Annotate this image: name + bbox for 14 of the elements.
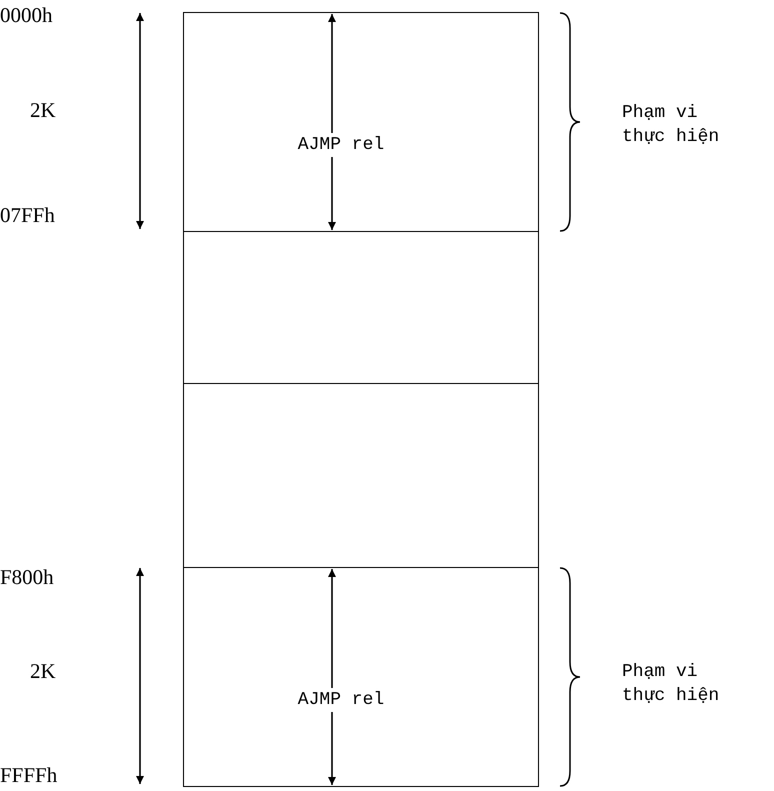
memory-block — [183, 12, 539, 232]
address-label: F800h — [0, 566, 54, 590]
memory-block — [183, 383, 539, 568]
address-label: 07FFh — [0, 204, 55, 228]
instruction-text: AJMP rel — [298, 688, 384, 712]
memory-block — [183, 231, 539, 384]
size-label: 2K — [30, 99, 56, 122]
address-label: FFFFh — [0, 764, 58, 788]
range-label: Phạm vi thực hiện — [622, 102, 720, 150]
instruction-text: AJMP rel — [298, 133, 384, 157]
address-label: 0000h — [0, 4, 52, 28]
size-label: 2K — [30, 660, 56, 684]
memory-block — [183, 567, 539, 787]
range-label: Phạm vi thực hiện — [622, 661, 720, 708]
